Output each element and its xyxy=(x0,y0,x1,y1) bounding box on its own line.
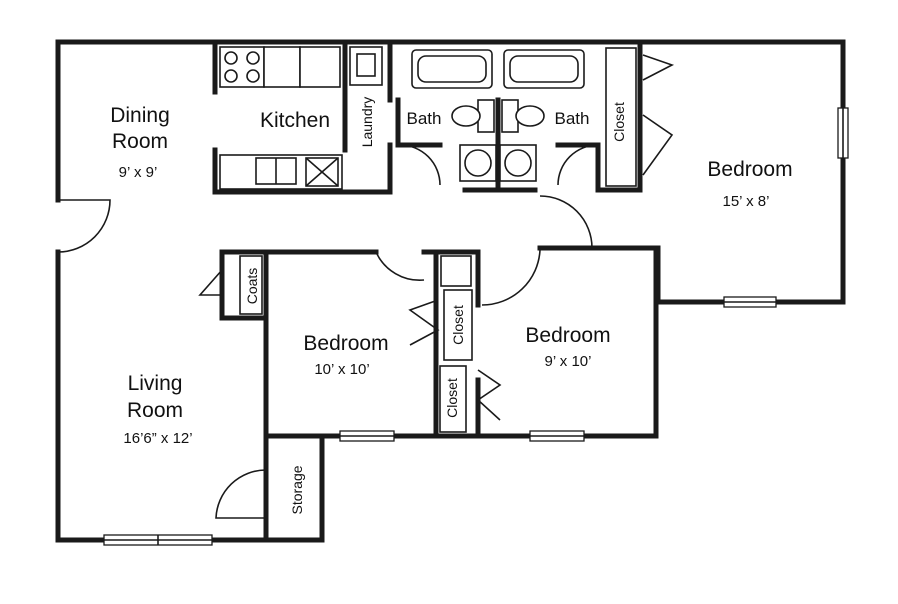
closet-master-label: Closet xyxy=(611,102,627,142)
sink-left-icon xyxy=(464,149,492,177)
closet-b-bifold xyxy=(476,369,502,421)
bedroom-a-size: 10’ x 10’ xyxy=(314,361,369,378)
closet-a-shelf xyxy=(443,289,473,361)
toilet-left-icon xyxy=(451,105,481,127)
counter-top xyxy=(263,46,301,88)
interior-walls xyxy=(212,42,661,543)
closet-master-shelf xyxy=(605,47,637,187)
bath-right-door xyxy=(557,144,599,186)
closet-b-label: Closet xyxy=(444,378,460,418)
living-room-label-1: Living xyxy=(128,372,183,395)
dining-room-size: 9’ x 9’ xyxy=(119,164,158,181)
bath-left-door xyxy=(399,144,441,186)
living-room-label-2: Room xyxy=(127,399,183,422)
bath-right-label: Bath xyxy=(555,109,590,128)
storage-label: Storage xyxy=(289,465,305,514)
closet-b-shelf xyxy=(439,365,467,433)
closet-master-bifold-bottom xyxy=(642,114,674,176)
labels: Dining Room 9’ x 9’ Kitchen Laundry Bath… xyxy=(110,97,792,515)
coats-shelf xyxy=(239,255,263,315)
windows xyxy=(103,107,849,546)
bedroom-b-size: 9’ x 10’ xyxy=(545,353,592,370)
storage-door xyxy=(215,469,267,519)
toilet-right-icon xyxy=(515,105,545,127)
doors xyxy=(57,54,675,519)
coats-label: Coats xyxy=(244,268,260,305)
dining-room-label-1: Dining xyxy=(110,104,170,127)
living-room-size: 16’6” x 12’ xyxy=(123,430,192,447)
kitchen-label: Kitchen xyxy=(260,109,330,132)
closet-master-bifold-top xyxy=(642,54,675,81)
master-bedroom-door xyxy=(539,195,593,249)
bath-left-label: Bath xyxy=(407,109,442,128)
entry-door xyxy=(57,199,111,253)
closet-a-bifold xyxy=(408,299,440,346)
water-heater-icon xyxy=(440,255,472,287)
bedroom-a-door xyxy=(375,251,425,281)
bedroom-b-label: Bedroom xyxy=(525,324,610,347)
bedroom-a-label: Bedroom xyxy=(303,332,388,355)
bedroom-master-label: Bedroom xyxy=(707,158,792,181)
coats-door xyxy=(198,269,223,296)
closet-a-label: Closet xyxy=(450,305,466,345)
fixtures xyxy=(219,46,637,433)
refrigerator-icon xyxy=(299,46,341,88)
sink-right-icon xyxy=(504,149,532,177)
bedroom-b-door xyxy=(481,249,541,306)
dining-room-label-2: Room xyxy=(112,130,168,153)
laundry-label: Laundry xyxy=(359,97,375,148)
bedroom-master-size: 15’ x 8’ xyxy=(723,193,770,210)
